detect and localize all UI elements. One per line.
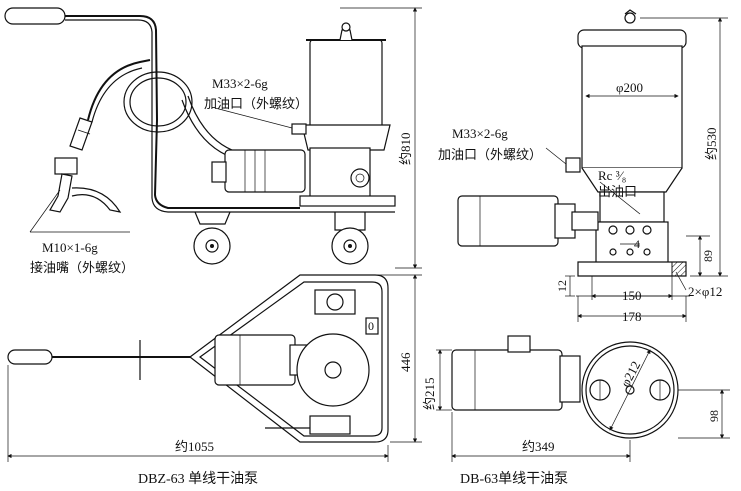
nozzle-thread-spec: M10×1-6g (42, 240, 98, 255)
right-thread-spec: M33×2-6g (452, 126, 508, 141)
left-height-dim: 约810 (398, 132, 413, 165)
dim-98: 98 (707, 410, 721, 422)
db-pump-body (599, 191, 665, 223)
dim-12: 12 (555, 280, 569, 292)
dbz63-side-view: M33×2-6g 加油口（外螺纹） 约810 M10×1-6g 接油嘴（外螺纹） (4, 7, 422, 275)
top-handle-grip (7, 349, 53, 365)
left-caption: DBZ-63 单线干油泵 (138, 471, 258, 487)
db-base (577, 261, 687, 277)
coiled-hose (123, 71, 193, 133)
grease-gun (54, 157, 78, 175)
db63-top-view: 约215 φ212 98 约349 DB-63单线干油泵 (422, 335, 730, 487)
holes-spec: 2×φ12 (688, 284, 722, 299)
db-motor (457, 195, 559, 247)
dbz63-top-view: 0 446 约1055 DBZ-63 单线干油泵 (7, 274, 422, 487)
right-fill-port-label: 加油口（外螺纹） (438, 147, 542, 162)
right-length-dim: 约349 (522, 439, 555, 454)
outlet-thread: Rc ³⁄₈ (598, 168, 626, 183)
left-width-dim: 446 (398, 352, 413, 372)
dim-150: 150 (622, 288, 642, 303)
right-height-dim: 约530 (704, 127, 719, 160)
cart-frame (65, 15, 300, 209)
db-motor-top (451, 349, 563, 411)
dim-89: 89 (701, 250, 715, 262)
dim-215: 约215 (422, 377, 437, 410)
right-diameter-top: φ200 (616, 80, 643, 95)
motor-top (214, 334, 296, 386)
right-caption: DB-63单线干油泵 (460, 471, 568, 487)
outlet-label: 出油口 (598, 184, 637, 199)
dim-4: 4 (634, 237, 640, 251)
db63-front-view: φ200 约530 M33×2-6g 加油口（外螺纹） Rc ³⁄₈ 出油口 4… (438, 9, 728, 324)
plate-mark: 0 (368, 319, 374, 333)
left-fill-port-label: 加油口（外螺纹） (204, 96, 308, 111)
nozzle-label: 接油嘴（外螺纹） (30, 260, 134, 275)
cart-handle-grip (4, 7, 66, 25)
grease-reservoir (309, 39, 383, 131)
pressure-gauge (350, 168, 370, 188)
db-reservoir (581, 45, 683, 169)
left-length-dim: 约1055 (175, 439, 214, 454)
reservoir-top (296, 333, 370, 407)
left-thread-spec: M33×2-6g (212, 76, 268, 91)
dim-178: 178 (622, 309, 642, 324)
